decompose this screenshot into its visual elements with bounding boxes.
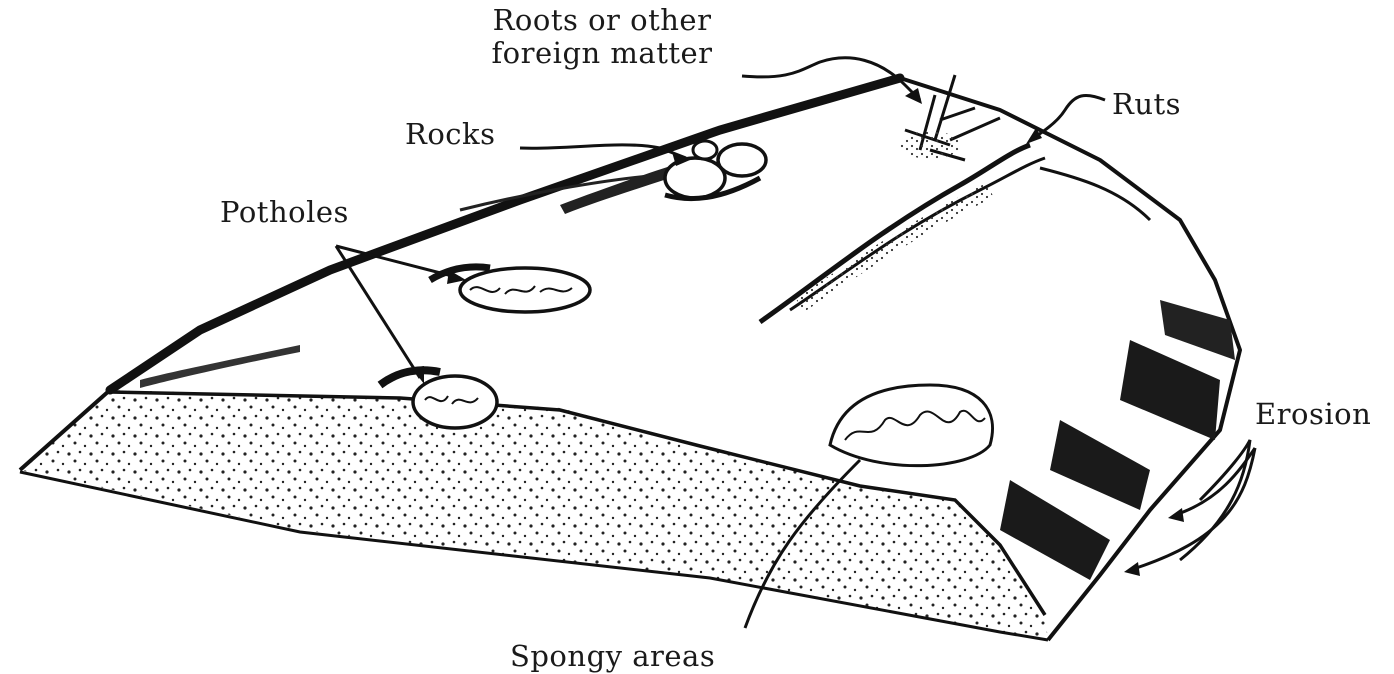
erosion-arrowhead-2 <box>1124 562 1140 576</box>
erosion-leader-1 <box>1175 448 1255 515</box>
ruts-label: Ruts <box>1112 88 1181 121</box>
roots-label-line2: foreign matter <box>482 37 722 70</box>
rocks-label: Rocks <box>405 118 496 151</box>
erosion-arrowhead-1 <box>1168 508 1184 522</box>
ruts-leader <box>1030 95 1105 140</box>
potholes-arrowhead-lower <box>412 366 424 384</box>
roots-arrowhead <box>905 88 922 104</box>
rocks <box>665 141 766 199</box>
roots-foreign-matter <box>900 75 1000 160</box>
ruts <box>760 145 1150 322</box>
roots-label: Roots or other foreign matter <box>482 4 722 70</box>
erosion-label: Erosion <box>1255 398 1371 431</box>
potholes-label: Potholes <box>220 196 349 229</box>
spongy-areas-label: Spongy areas <box>510 640 715 673</box>
roots-label-line1: Roots or other <box>482 4 722 37</box>
spongy-areas <box>830 385 993 466</box>
